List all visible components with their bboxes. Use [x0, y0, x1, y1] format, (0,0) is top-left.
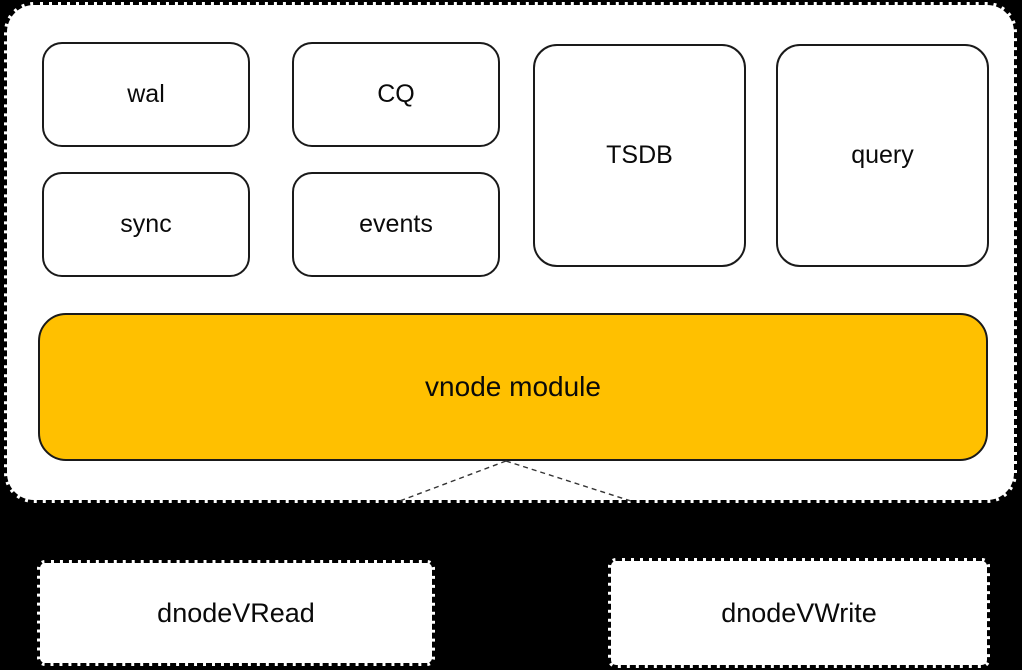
dnode-vwrite-label: dnodeVWrite	[721, 597, 877, 628]
module-label-wal: wal	[127, 80, 165, 108]
vnode-module-bar: vnode module	[38, 313, 988, 461]
dnode-vread-box: dnodeVRead	[37, 560, 435, 666]
vnode-module-label: vnode module	[425, 371, 601, 402]
dnode-vread-label: dnodeVRead	[157, 597, 315, 628]
module-box-events: events	[292, 172, 500, 277]
dnode-vwrite-box: dnodeVWrite	[608, 558, 990, 668]
module-label-cq: CQ	[377, 80, 415, 108]
module-box-sync: sync	[42, 172, 250, 277]
module-box-tsdb: TSDB	[533, 44, 746, 267]
module-label-sync: sync	[120, 210, 172, 238]
module-label-query: query	[851, 141, 914, 169]
module-box-cq: CQ	[292, 42, 500, 147]
module-box-query: query	[776, 44, 989, 267]
module-label-events: events	[359, 210, 433, 238]
module-label-tsdb: TSDB	[606, 141, 673, 169]
module-box-wal: wal	[42, 42, 250, 147]
